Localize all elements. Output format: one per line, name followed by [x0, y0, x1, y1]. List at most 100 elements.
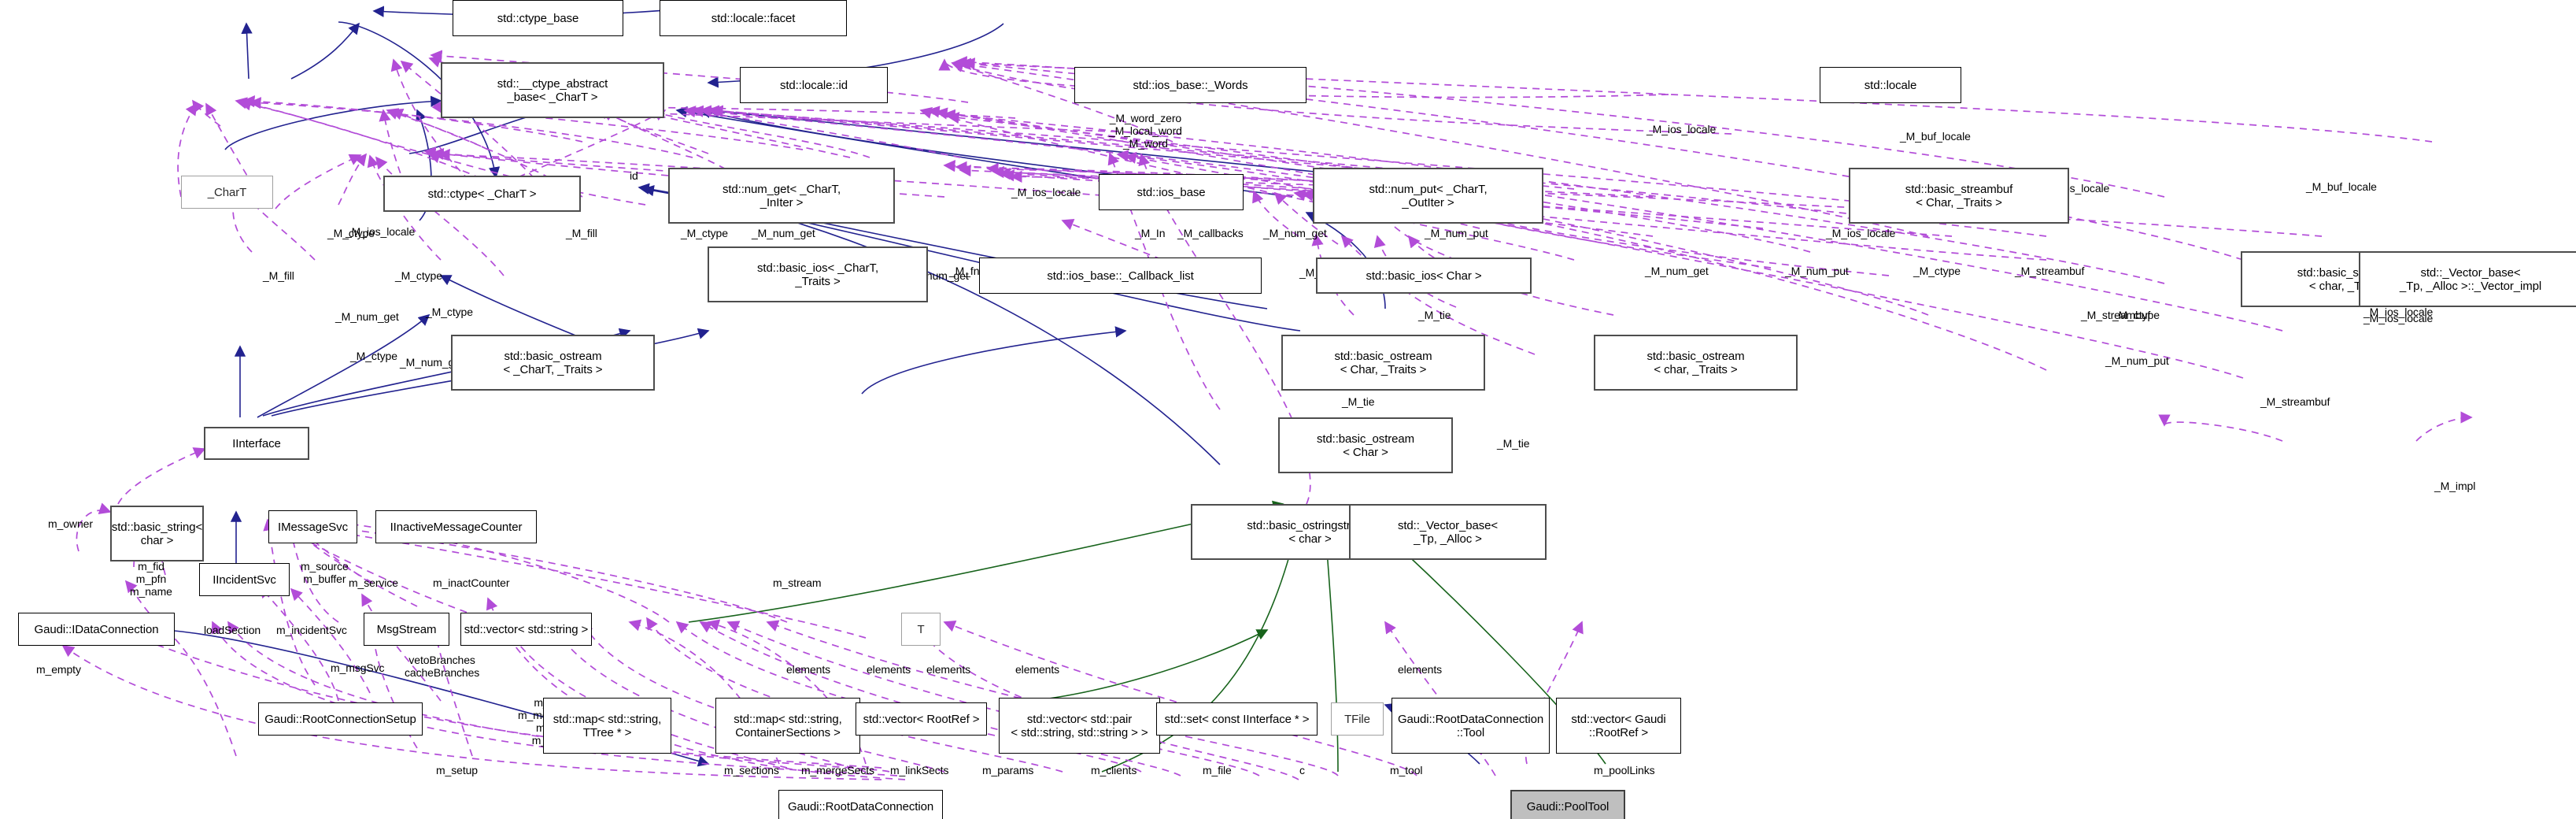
edge-label: m_inactCounter	[433, 576, 510, 589]
edge-label: _M_num_put	[1425, 227, 1488, 239]
edge-label: _M_buf_locale	[1900, 130, 1971, 143]
edge-label: _M_fill	[263, 269, 294, 282]
class-node-basic-ostream-chart-t[interactable]: std::basic_ostream < _CharT, _Traits >	[451, 335, 655, 391]
edge-label: _M_streambuf	[2081, 309, 2151, 321]
class-node-locale-id[interactable]: std::locale::id	[740, 67, 888, 103]
class-node-vector-pair-ss[interactable]: std::vector< std::pair < std::string, st…	[999, 698, 1160, 754]
edge-label: _M_ctype	[350, 350, 397, 362]
edge-label: m_source m_buffer	[301, 560, 349, 585]
class-node-vector-rootref[interactable]: std::vector< RootRef >	[856, 702, 987, 736]
edge-label: m_setup	[436, 764, 478, 776]
edge-label: m_tool	[1390, 764, 1423, 776]
class-node-ios-base-words[interactable]: std::ios_base::_Words	[1074, 67, 1306, 103]
edge-label: m_incidentSvc	[276, 624, 347, 636]
edge-label: m_sections	[724, 764, 779, 776]
edge-label: m_clients	[1091, 764, 1137, 776]
class-node-vector-base[interactable]: std::_Vector_base< _Tp, _Alloc >	[1349, 504, 1547, 560]
edge-label: m_params	[982, 764, 1034, 776]
edge-label: _M_ctype	[426, 306, 473, 318]
edge-label: _M_num_put	[2105, 354, 2169, 367]
class-node-basic-ios-char[interactable]: std::basic_ios< Char >	[1316, 258, 1532, 294]
edge-label: _M_ctype	[395, 269, 442, 282]
class-node-locale-facet[interactable]: std::locale::facet	[660, 0, 847, 36]
class-node-rootconnectionsetup[interactable]: Gaudi::RootConnectionSetup	[258, 702, 423, 736]
edge-label: _M_num_get	[335, 310, 399, 323]
edge-label: _M_callbacks	[1177, 227, 1244, 239]
edge-label: m_linkSects	[890, 764, 949, 776]
class-node-map-string-ttree[interactable]: std::map< std::string, TTree * >	[543, 698, 671, 754]
class-node-vector-gaudi-rootref[interactable]: std::vector< Gaudi ::RootRef >	[1556, 698, 1681, 754]
edge-label: _M_ios_locale	[2363, 306, 2434, 318]
edge-label: _M_ios_locale	[346, 225, 416, 238]
class-node-imessagesvc[interactable]: IMessageSvc	[268, 510, 357, 543]
class-node-basic-ostream-char[interactable]: std::basic_ostream < Char >	[1278, 417, 1453, 473]
class-node-basic-string-char[interactable]: std::basic_string< char >	[110, 506, 204, 561]
class-node-basic-ostream-char-t[interactable]: std::basic_ostream < Char, _Traits >	[1281, 335, 1485, 391]
edge-label: _M_num_put	[1785, 265, 1849, 277]
edge-label: _M_streambuf	[2260, 395, 2330, 408]
class-node-rootdataconnection[interactable]: Gaudi::RootDataConnection	[778, 790, 943, 819]
edge-label: m_mergeSects	[801, 764, 874, 776]
class-node-ctype-base[interactable]: std::ctype_base	[453, 0, 623, 36]
edge-label: loadSection	[204, 624, 261, 636]
class-node-locale[interactable]: std::locale	[1820, 67, 1961, 103]
class-node-msgstream[interactable]: MsgStream	[364, 613, 449, 646]
class-node-ios-base-callback[interactable]: std::ios_base::_Callback_list	[979, 258, 1262, 294]
edge-label: _M_streambuf	[2015, 265, 2085, 277]
class-node-pooltool[interactable]: Gaudi::PoolTool	[1510, 790, 1625, 819]
edge-label: m_file	[1203, 764, 1232, 776]
edge-label: _M_ios_locale	[1011, 186, 1081, 198]
edge-label: _M_fill	[566, 227, 597, 239]
class-node-iinterface[interactable]: IInterface	[204, 427, 309, 460]
edge-label: _M_ios_locale	[1646, 123, 1717, 135]
edge-label: _M_tie	[1418, 309, 1451, 321]
class-node-idataconnection[interactable]: Gaudi::IDataConnection	[18, 613, 175, 646]
edge-label: elements	[786, 663, 831, 676]
class-node-tfile[interactable]: TFile	[1331, 702, 1384, 736]
edge-label: _M_In	[1135, 227, 1166, 239]
edge-label: elements	[867, 663, 911, 676]
edge-label: elements	[926, 663, 971, 676]
edge-label: m_owner	[48, 517, 93, 530]
edge-label: _M_tie	[1342, 395, 1375, 408]
edge-label: m_msgSvc	[331, 662, 385, 674]
edge-label: m_service	[349, 576, 398, 589]
edge-label: _M_buf_locale	[2306, 180, 2377, 193]
edge-label: m_poolLinks	[1594, 764, 1655, 776]
edge-label: _M_ctype	[327, 227, 375, 239]
edge-label: id	[630, 169, 638, 182]
edge-label: m_fid m_pfn m_name	[130, 560, 172, 598]
edge-label: _M_ios_locale	[1826, 227, 1896, 239]
edge-label: elements	[1398, 663, 1443, 676]
edge-label: _M_tie	[1497, 437, 1530, 450]
class-node-basic-ostream-char-t[interactable]: std::basic_ostream < char, _Traits >	[1594, 335, 1798, 391]
class-node-num-put[interactable]: std::num_put< _CharT, _OutIter >	[1313, 168, 1543, 224]
class-node-num-get[interactable]: std::num_get< _CharT, _InIter >	[668, 168, 895, 224]
edge-label: _M_ctype	[1913, 265, 1961, 277]
edge-label: elements	[1015, 663, 1060, 676]
class-node-ctype-chart[interactable]: std::ctype< _CharT >	[383, 176, 581, 212]
edge-label: m_stream	[773, 576, 822, 589]
edge-label: _M_num_get	[1263, 227, 1327, 239]
edge-label: _M_num_get	[1645, 265, 1709, 277]
edge-label: c	[1299, 764, 1305, 776]
class-node-basic-streambuf-char[interactable]: std::basic_streambuf < Char, _Traits >	[1849, 168, 2069, 224]
class-node-ctype-abstract-base[interactable]: std::__ctype_abstract _base< _CharT >	[441, 62, 664, 118]
class-node-vector-impl[interactable]: std::_Vector_base< _Tp, _Alloc >::_Vecto…	[2359, 251, 2576, 307]
edge-label: vetoBranches cacheBranches	[405, 654, 480, 679]
class-node-t[interactable]: T	[901, 613, 941, 646]
class-node-iincidentsvc[interactable]: IIncidentSvc	[199, 563, 290, 596]
class-node-rootdataconnectiontool[interactable]: Gaudi::RootDataConnection ::Tool	[1391, 698, 1550, 754]
class-node-ios-base[interactable]: std::ios_base	[1099, 174, 1244, 210]
class-node-vector-string[interactable]: std::vector< std::string >	[460, 613, 592, 646]
edge-label: m_empty	[36, 663, 81, 676]
class-node--chart[interactable]: _CharT	[181, 176, 273, 209]
edge-label: _M_word_zero _M_local_word _M_word	[1109, 112, 1182, 150]
class-node-map-string-cs[interactable]: std::map< std::string, ContainerSections…	[715, 698, 860, 754]
class-node-set-iinterface[interactable]: std::set< const IInterface * >	[1156, 702, 1318, 736]
class-node-iinactivemessagecounter[interactable]: IInactiveMessageCounter	[375, 510, 537, 543]
class-node-basic-ios-chart[interactable]: std::basic_ios< _CharT, _Traits >	[708, 246, 928, 302]
edge-label: _M_ctype	[681, 227, 728, 239]
